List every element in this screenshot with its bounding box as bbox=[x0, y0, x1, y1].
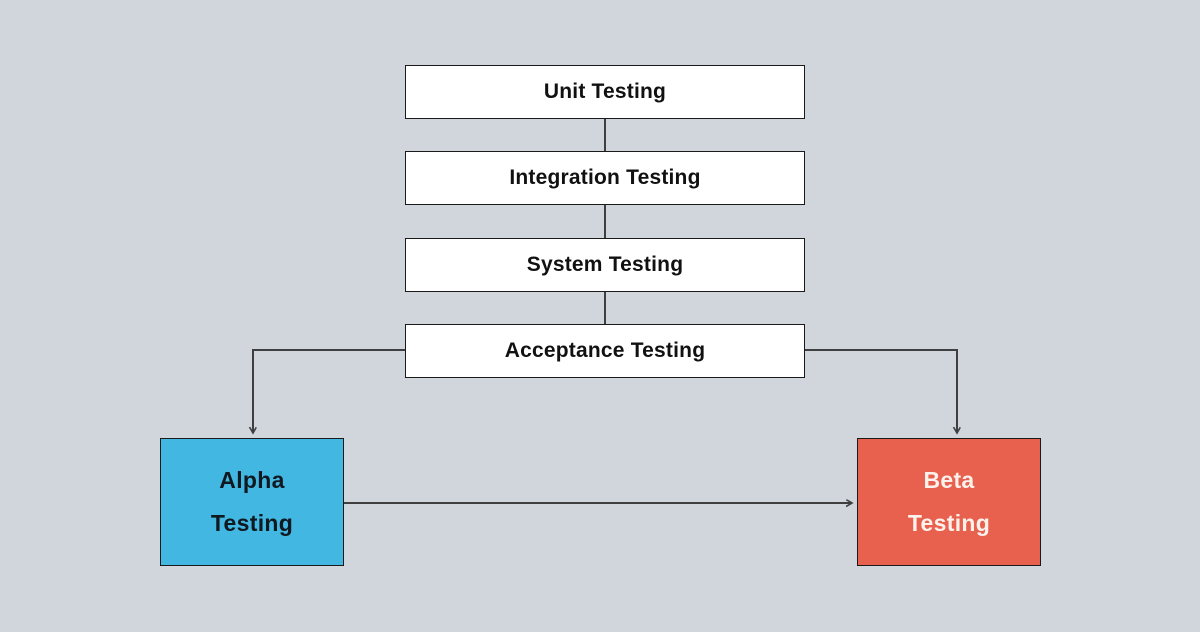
node-label: Acceptance Testing bbox=[504, 339, 706, 362]
node-integration-testing: Integration Testing bbox=[405, 151, 805, 205]
node-alpha-testing: Alpha Testing bbox=[160, 438, 344, 566]
node-system-testing: System Testing bbox=[405, 238, 805, 292]
node-label: Alpha Testing bbox=[210, 467, 294, 536]
node-label: System Testing bbox=[526, 253, 684, 276]
edge-acceptance-to-beta bbox=[805, 349, 957, 433]
edge-acceptance-to-alpha bbox=[253, 349, 405, 433]
node-label: Beta Testing bbox=[907, 467, 991, 536]
node-beta-testing: Beta Testing bbox=[857, 438, 1041, 566]
node-unit-testing: Unit Testing bbox=[405, 65, 805, 119]
node-label: Unit Testing bbox=[543, 80, 667, 103]
node-label: Integration Testing bbox=[509, 166, 701, 189]
node-acceptance-testing: Acceptance Testing bbox=[405, 324, 805, 378]
